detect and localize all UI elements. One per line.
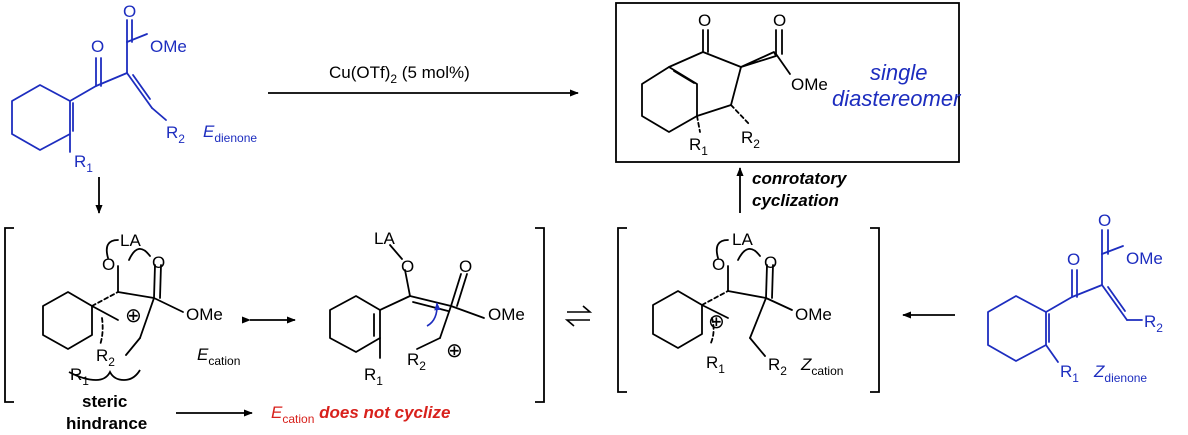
e-cation-r2: R2 (96, 346, 115, 369)
z-dienone-label: Zdienone (1093, 362, 1147, 385)
resonance-r1: R1 (364, 365, 383, 388)
product-structure (641, 29, 791, 133)
resonance-ester-o: O (459, 257, 472, 276)
e-cation-ester-o: O (152, 253, 165, 272)
e-cation-resonance-structure (329, 244, 485, 359)
z-cation-r1: R1 (706, 353, 725, 376)
resonance-la: LA (374, 229, 395, 248)
z-cation-la: LA (732, 230, 753, 249)
e-dienone-ester-o: O (123, 2, 136, 21)
e-dienone-ome: OMe (150, 37, 187, 56)
z-bracket-left (617, 227, 627, 393)
z-dienone-ome: OMe (1126, 249, 1163, 268)
e-dienone-r1: R1 (74, 152, 93, 175)
e-cation-label: Ecation (197, 345, 240, 368)
e-cation-la: LA (120, 231, 141, 250)
bracket-right (535, 227, 545, 403)
e-cation-ome: OMe (186, 305, 223, 324)
resonance-ketone-o: O (401, 257, 414, 276)
product-label-line1: single (870, 60, 927, 85)
z-cation-ome: OMe (795, 305, 832, 324)
z-dienone-ketone-o: O (1067, 250, 1080, 269)
product-ketone-o: O (698, 11, 711, 30)
z-cation-plus: ⊕ (708, 311, 725, 333)
failure-label: Ecation does not cyclize (271, 403, 450, 426)
z-dienone-r1: R1 (1060, 362, 1079, 385)
product-label-line2: diastereomer (832, 86, 962, 111)
e-dienone-structure (11, 19, 167, 153)
product-ester-o: O (773, 11, 786, 30)
z-cation-label: Zcation (800, 355, 843, 378)
steric-brace (68, 369, 141, 381)
bracket-left (4, 227, 14, 403)
reagent-label: Cu(OTf)2 (5 mol%) (329, 63, 470, 86)
z-dienone-r2: R2 (1144, 312, 1163, 335)
product-r2: R2 (741, 128, 760, 151)
electron-push-arrow (426, 302, 441, 327)
product-ome: OMe (791, 75, 828, 94)
resonance-r2: R2 (407, 350, 426, 373)
z-cation-ketone-o: O (712, 255, 725, 274)
product-r1: R1 (689, 135, 708, 158)
z-cation-structure (652, 239, 793, 357)
equilibrium-arrows (564, 305, 593, 327)
e-cation-ketone-o: O (102, 255, 115, 274)
z-cation-r2: R2 (768, 355, 787, 378)
resonance-ome: OMe (488, 305, 525, 324)
z-cation-ester-o: O (764, 253, 777, 272)
step-label-line1: conrotatory (752, 169, 848, 188)
e-dienone-r2: R2 (166, 123, 185, 146)
e-cation-plus: ⊕ (125, 305, 142, 327)
e-dienone-ketone-o: O (91, 37, 104, 56)
e-cation-structure (42, 239, 184, 356)
resonance-plus: ⊕ (446, 340, 463, 362)
steric-label-line1: steric (82, 392, 127, 411)
steric-label-line2: hindrance (66, 414, 147, 433)
product-box (615, 2, 960, 163)
step-label-line2: cyclization (752, 191, 839, 210)
z-dienone-structure (987, 229, 1143, 363)
z-dienone-ester-o: O (1098, 211, 1111, 230)
e-dienone-label: Edienone (203, 122, 257, 145)
z-bracket-right (870, 227, 880, 393)
